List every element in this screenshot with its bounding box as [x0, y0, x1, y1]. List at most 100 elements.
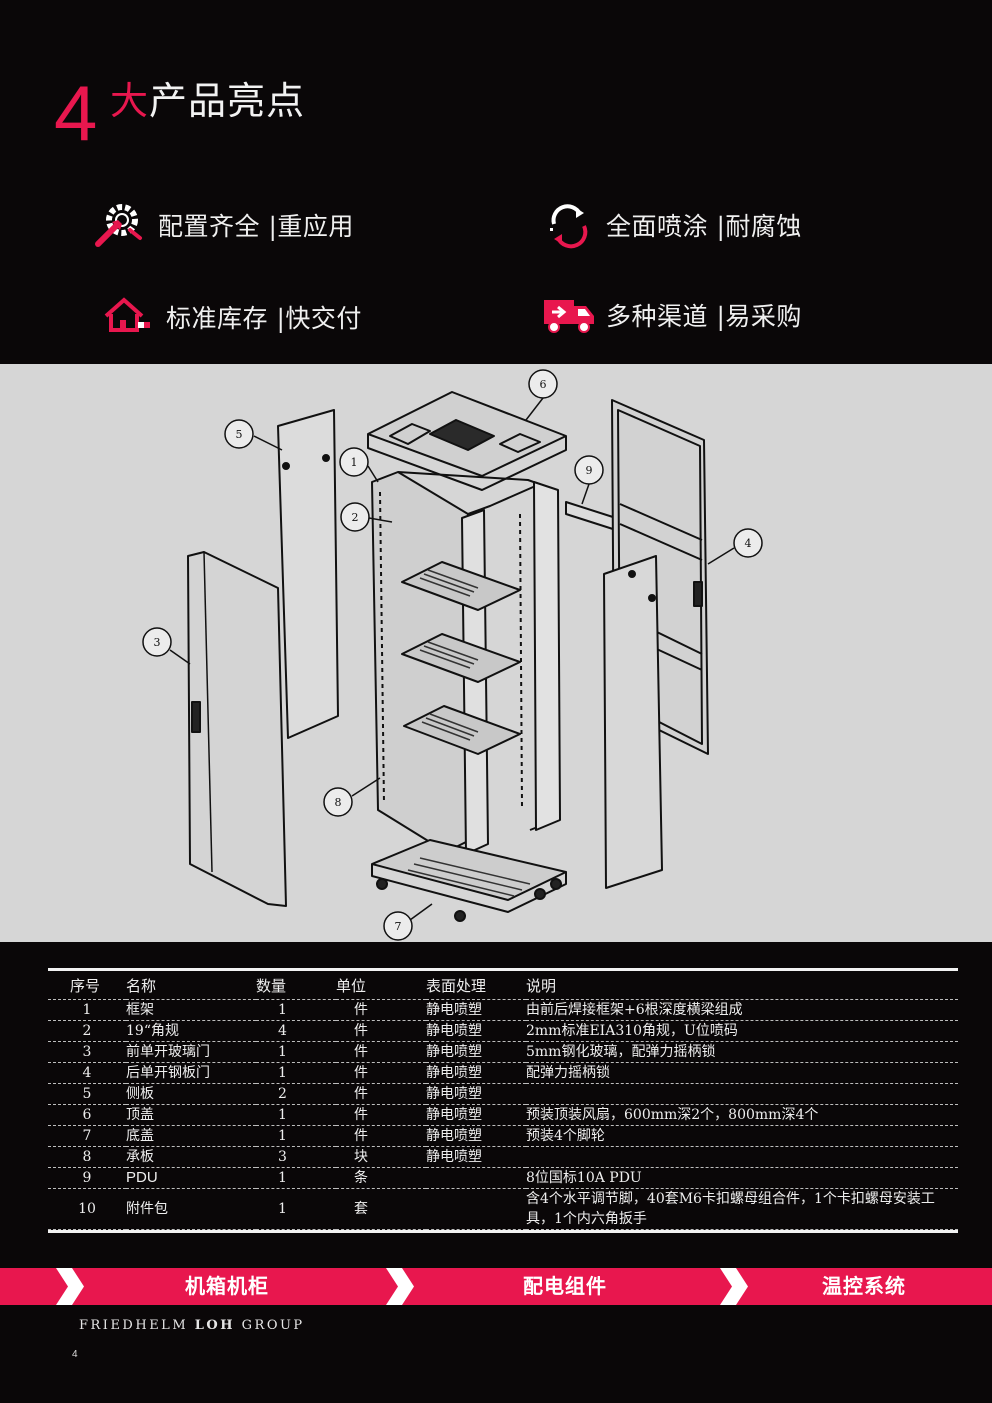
table-cell: 顶盖 — [126, 1104, 256, 1126]
table-header-cell: 单位 — [336, 971, 426, 1000]
table-cell — [526, 1146, 958, 1168]
table-cell: 7 — [48, 1125, 126, 1147]
feature-label: 全面喷涂 |耐腐蚀 — [606, 212, 802, 241]
table-cell: 静电喷塑 — [426, 1020, 526, 1042]
spec-table-wrap: 序号 名称 数量 单位 表面处理 说明 1 框架 1 件 静电喷塑 由前后焊接框… — [48, 968, 958, 1233]
feature-label: 多种渠道 |易采购 — [606, 302, 802, 331]
callout-label: 5 — [236, 428, 243, 441]
table-row: 5 侧板 2 件 静电喷塑 — [48, 1083, 958, 1105]
brand-logo-text: FRIEDHELM LOH GROUP — [79, 1318, 305, 1333]
table-cell: 8位国标10A PDU — [526, 1167, 958, 1189]
table-cell: 5mm钢化玻璃，配弹力摇柄锁 — [526, 1041, 958, 1063]
chevron-right-icon — [720, 1268, 748, 1305]
table-cell: 9 — [48, 1167, 126, 1189]
table-header-cell: 名称 — [126, 971, 256, 1000]
category-banner: 机箱机柜 配电组件 温控系统 — [0, 1268, 992, 1305]
table-header-cell: 说明 — [526, 971, 958, 1000]
table-cell: 前单开玻璃门 — [126, 1041, 256, 1063]
table-cell: 含4个水平调节脚，40套M6卡扣螺母组合件，1个卡扣螺母安装工具，1个内六角扳手 — [526, 1188, 958, 1230]
callout-label: 9 — [586, 464, 593, 477]
feature-channels: 多种渠道 |易采购 — [540, 290, 802, 340]
table-cell: 后单开钢板门 — [126, 1062, 256, 1084]
brand-part: GROUP — [235, 1318, 305, 1333]
brand-part: LOH — [194, 1318, 236, 1333]
table-cell: 10 — [48, 1188, 126, 1230]
feature-coating: 全面喷涂 |耐腐蚀 — [540, 200, 802, 250]
table-cell: 件 — [336, 1041, 426, 1063]
delivery-truck-icon — [544, 300, 594, 333]
page-number: 4 — [72, 1349, 78, 1360]
banner-item-cabinets[interactable]: 机箱机柜 — [185, 1274, 269, 1298]
table-cell: 4 — [256, 1020, 336, 1042]
callout-label: 7 — [395, 920, 402, 933]
table-bottom-rule — [48, 1230, 958, 1233]
wrench-gear-icon — [95, 204, 142, 247]
table-cell: 1 — [256, 1104, 336, 1126]
table-header-row: 序号 名称 数量 单位 表面处理 说明 — [48, 971, 958, 1000]
table-row: 3 前单开玻璃门 1 件 静电喷塑 5mm钢化玻璃，配弹力摇柄锁 — [48, 1041, 958, 1063]
pdu-strip — [565, 501, 617, 531]
table-cell: 1 — [48, 999, 126, 1021]
table-header-cell: 数量 — [256, 971, 336, 1000]
table-header-cell: 表面处理 — [426, 971, 526, 1000]
table-cell — [426, 1167, 526, 1189]
table-cell: 件 — [336, 1083, 426, 1105]
table-cell: 8 — [48, 1146, 126, 1168]
table-cell: 预装顶装风扇，600mm深2个，800mm深4个 — [526, 1104, 958, 1126]
table-cell: 19“角规 — [126, 1020, 256, 1042]
callout-1 — [339, 447, 369, 477]
table-cell: 件 — [336, 1062, 426, 1084]
table-row: 10 附件包 1 套 含4个水平调节脚，40套M6卡扣螺母组合件，1个卡扣螺母安… — [48, 1188, 958, 1230]
table-cell: 5 — [48, 1083, 126, 1105]
callout-2 — [340, 502, 370, 532]
table-row: 1 框架 1 件 静电喷塑 由前后焊接框架+6根深度横梁组成 — [48, 999, 958, 1021]
callout-5 — [224, 419, 254, 449]
table-row: 8 承板 3 块 静电喷塑 — [48, 1146, 958, 1168]
table-cell: 3 — [48, 1041, 126, 1063]
table-cell: 静电喷塑 — [426, 1146, 526, 1168]
table-cell: 2mm标准EIA310角规，U位喷码 — [526, 1020, 958, 1042]
table-cell: 静电喷塑 — [426, 1104, 526, 1126]
callout-label: 4 — [745, 537, 752, 550]
shelf-lower — [403, 705, 521, 755]
brand-part: FRIEDHELM — [79, 1318, 195, 1333]
feature-config: 配置齐全 |重应用 — [92, 200, 354, 250]
feature-label: 配置齐全 |重应用 — [158, 212, 354, 241]
table-cell: 2 — [256, 1083, 336, 1105]
table-cell: 件 — [336, 999, 426, 1021]
refresh-arrows-icon — [550, 204, 588, 249]
table-header-cell: 序号 — [48, 971, 126, 1000]
table-cell: 预装4个脚轮 — [526, 1125, 958, 1147]
banner-item-power[interactable]: 配电组件 — [523, 1274, 607, 1298]
callout-9 — [574, 455, 604, 485]
table-cell: 3 — [256, 1146, 336, 1168]
callout-3 — [142, 627, 172, 657]
table-cell: 附件包 — [126, 1188, 256, 1230]
table-cell: 4 — [48, 1062, 126, 1084]
table-cell: PDU — [126, 1167, 256, 1189]
feature-label: 标准库存 |快交付 — [166, 304, 362, 333]
table-cell: 静电喷塑 — [426, 1062, 526, 1084]
table-row: 6 顶盖 1 件 静电喷塑 预装顶装风扇，600mm深2个，800mm深4个 — [48, 1104, 958, 1126]
table-cell: 静电喷塑 — [426, 1125, 526, 1147]
table-cell: 6 — [48, 1104, 126, 1126]
table-cell: 承板 — [126, 1146, 256, 1168]
callout-label: 8 — [335, 796, 342, 809]
warehouse-icon — [104, 297, 150, 332]
table-cell: 框架 — [126, 999, 256, 1021]
cabinet-drawing: 5 6 1 2 9 4 3 — [142, 369, 763, 941]
callout-label: 3 — [154, 636, 161, 649]
shelf-upper — [401, 561, 521, 611]
table-cell: 1 — [256, 1041, 336, 1063]
callout-6 — [528, 369, 558, 399]
banner-item-climate[interactable]: 温控系统 — [822, 1274, 906, 1298]
table-cell: 静电喷塑 — [426, 1083, 526, 1105]
table-cell: 侧板 — [126, 1083, 256, 1105]
spec-table: 序号 名称 数量 单位 表面处理 说明 1 框架 1 件 静电喷塑 由前后焊接框… — [48, 971, 958, 1230]
table-cell: 2 — [48, 1020, 126, 1042]
heading-title: 大产品亮点 — [110, 78, 305, 124]
table-cell: 由前后焊接框架+6根深度横梁组成 — [526, 999, 958, 1021]
table-cell: 条 — [336, 1167, 426, 1189]
table-cell: 静电喷塑 — [426, 999, 526, 1021]
